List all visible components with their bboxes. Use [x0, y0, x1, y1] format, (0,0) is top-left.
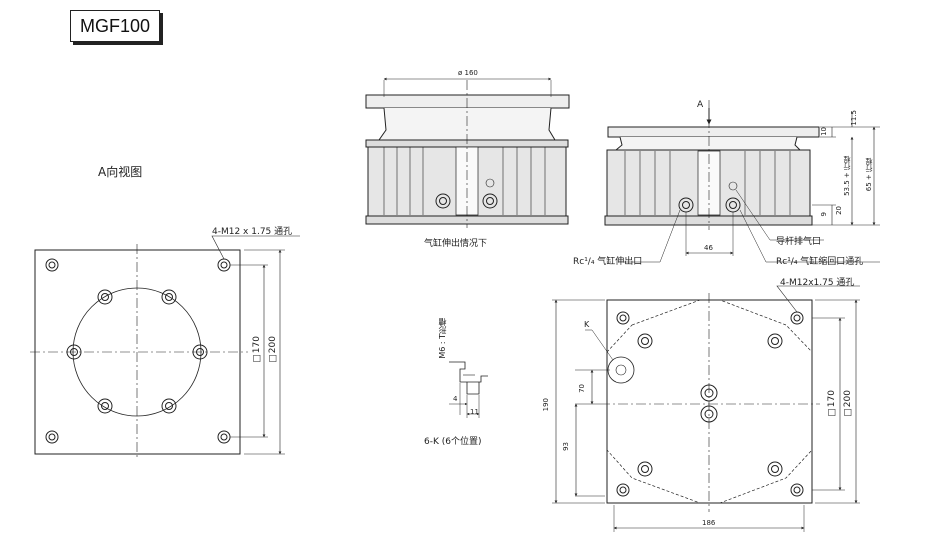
front-dia-label: ø 160 — [458, 69, 478, 77]
bottom-dim-93: 93 — [562, 442, 570, 451]
bottom-view — [552, 286, 860, 532]
bottom-bolt-holes — [638, 334, 782, 476]
tslot-detail — [449, 362, 488, 418]
side-dim-46: 46 — [704, 244, 713, 252]
side-dim-65: 65 + 行程 — [865, 158, 873, 192]
bottom-hole-note: 4-M12x1.75 通孔 — [780, 278, 855, 288]
front-caption: 气缸伸出情况下 — [424, 239, 488, 249]
bottom-dim-70: 70 — [578, 384, 586, 393]
side-dim-53-5: 53.5 + 行程 — [843, 156, 851, 196]
a-view-title: A向视图 — [98, 165, 143, 179]
a-view-pitch-circle — [73, 288, 201, 416]
k-detail-circle — [608, 357, 634, 383]
a-view-dim-170: □170 — [252, 336, 262, 364]
tslot-label: M6 : T形槽 — [438, 318, 447, 359]
front-top-plate — [366, 95, 569, 108]
side-view — [605, 100, 880, 262]
bottom-dim-186: 186 — [702, 519, 716, 527]
side-dim-11-5: 11.5 — [850, 110, 858, 126]
side-dim-20: 20 — [835, 206, 843, 215]
bottom-dim-170: □170 — [827, 390, 837, 418]
a-view-plate — [35, 250, 240, 454]
port-retract-label: Rc¹/₄ 气缸缩回口通孔 — [776, 257, 864, 267]
detail-dim-11: 11 — [470, 408, 479, 416]
a-view-mount-holes — [46, 259, 230, 443]
port-extend-label: Rc¹/₄ 气缸伸出口 — [573, 257, 643, 267]
port-guide-label: 导杆排气口 — [776, 237, 822, 247]
bottom-body-outline — [607, 300, 812, 503]
k-label: K — [584, 320, 590, 329]
side-arrow-label: A — [697, 100, 704, 110]
model-label: MGF100 — [70, 10, 160, 42]
front-view — [366, 77, 569, 228]
bottom-dim-190: 190 — [542, 398, 550, 412]
detail-dim-4: 4 — [453, 395, 458, 403]
side-dim-9: 9 — [820, 212, 828, 217]
a-view-hole-note: 4-M12 x 1.75 通孔 — [212, 227, 293, 237]
side-top-plate — [608, 127, 819, 137]
a-view-bolt-holes — [67, 290, 207, 413]
a-view-dim-200: □200 — [268, 336, 278, 364]
bottom-mount-holes — [617, 312, 803, 496]
bottom-dim-200: □200 — [843, 390, 853, 418]
k-count-note: 6-K (6个位置) — [424, 437, 482, 447]
a-view — [30, 236, 300, 460]
side-dim-10: 10 — [820, 127, 828, 136]
